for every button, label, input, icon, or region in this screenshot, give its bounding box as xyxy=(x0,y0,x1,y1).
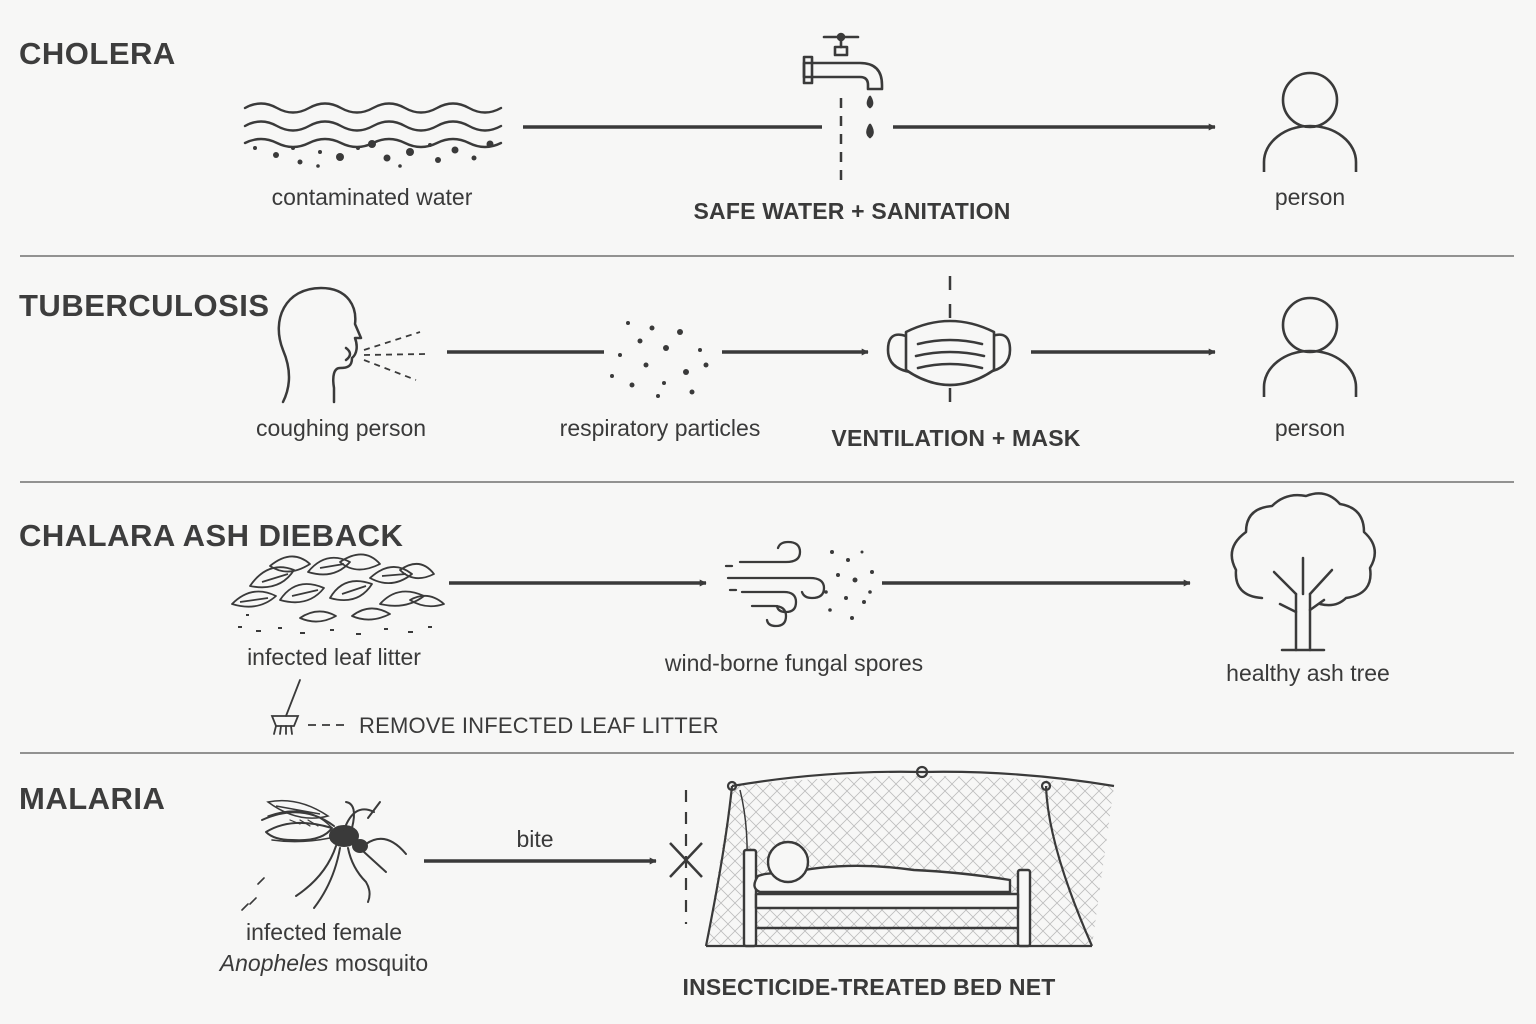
tap-icon xyxy=(804,34,882,137)
row-title-cholera: CHOLERA xyxy=(19,36,176,71)
row-title-chalara: CHALARA ASH DIEBACK xyxy=(19,518,404,553)
row-title-malaria: MALARIA xyxy=(19,781,166,816)
person-icon-cholera xyxy=(1264,73,1356,172)
spore-dots xyxy=(824,550,874,620)
cough-spray-lines xyxy=(364,332,425,380)
label-contaminated-water: contaminated water xyxy=(271,184,473,210)
particles-icon xyxy=(610,321,709,398)
mosquito-label-line1: infected female xyxy=(246,919,402,945)
mosquito-icon xyxy=(242,802,406,910)
label-infected-mosquito: infected female Anopheles mosquito xyxy=(220,917,428,979)
label-coughing-person: coughing person xyxy=(255,415,427,441)
mosquito-label-line2: mosquito xyxy=(328,950,429,976)
leaf-debris-dots xyxy=(238,614,432,635)
bed-net-icon xyxy=(706,767,1114,946)
mosquito-species-name: Anopheles xyxy=(219,950,329,976)
label-bite: bite xyxy=(516,826,554,852)
label-healthy-ash-tree: healthy ash tree xyxy=(1226,660,1390,686)
rake-icon xyxy=(272,680,300,734)
label-wind-borne-spores: wind-borne fungal spores xyxy=(664,650,924,676)
row-title-tuberculosis: TUBERCULOSIS xyxy=(19,288,270,323)
tree-icon xyxy=(1232,493,1375,650)
label-respiratory-particles: respiratory particles xyxy=(559,415,761,441)
control-safe-water: SAFE WATER + SANITATION xyxy=(693,198,1011,224)
coughing-head-icon xyxy=(279,288,361,402)
label-person-cholera: person xyxy=(1274,184,1346,210)
control-bed-net: INSECTICIDE-TREATED BED NET xyxy=(682,974,1056,1000)
row-dividers xyxy=(20,256,1514,753)
leaf-litter-icon xyxy=(232,554,444,621)
wind-spores-icon xyxy=(726,542,824,626)
label-person-tb: person xyxy=(1274,415,1346,441)
blocked-x-icon xyxy=(670,843,702,877)
face-mask-icon xyxy=(888,321,1010,385)
label-infected-leaf-litter: infected leaf litter xyxy=(247,644,421,670)
person-icon-tb xyxy=(1264,298,1356,397)
control-ventilation-mask: VENTILATION + MASK xyxy=(831,425,1081,451)
contaminant-dots xyxy=(253,140,494,168)
control-remove-leaf-litter: REMOVE INFECTED LEAF LITTER xyxy=(359,713,719,738)
mosquito-wing xyxy=(268,801,328,819)
